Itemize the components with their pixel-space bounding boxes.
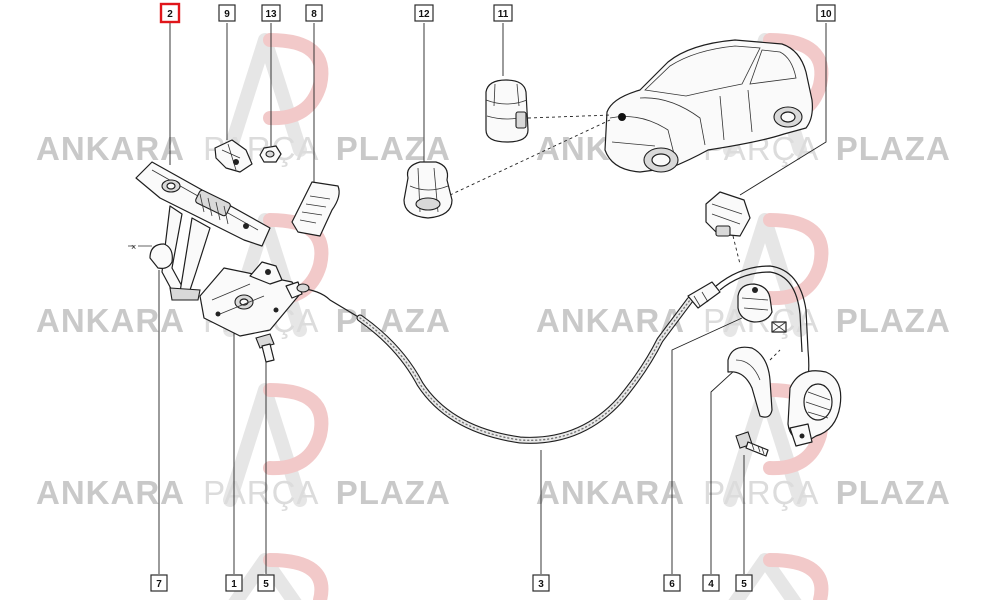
svg-text:×: × [131, 242, 136, 252]
car-illustration [604, 39, 813, 173]
watermark-text: ANKARA PARÇA PLAZA [36, 130, 451, 167]
leader-lines [158, 23, 827, 574]
callout-9[interactable]: 9 [218, 4, 236, 22]
part-2-lock-bracket [135, 161, 271, 301]
callout-4[interactable]: 4 [702, 574, 720, 592]
handle-housing [787, 370, 842, 447]
callout-12[interactable]: 12 [414, 4, 434, 22]
dashed-line-to-car [527, 114, 613, 119]
part-7-screw: × [128, 242, 173, 269]
svg-text:2: 2 [167, 9, 173, 20]
svg-text:8: 8 [311, 9, 317, 20]
callout-8[interactable]: 8 [305, 4, 323, 22]
callout-6[interactable]: 6 [663, 574, 681, 592]
svg-text:5: 5 [263, 579, 269, 590]
callout-5-left[interactable]: 5 [257, 574, 275, 592]
callout-1[interactable]: 1 [225, 574, 243, 592]
callout-13[interactable]: 13 [261, 4, 281, 22]
part-13-nut [259, 145, 282, 163]
svg-text:13: 13 [265, 9, 277, 20]
callout-10[interactable]: 10 [816, 4, 836, 22]
callout-7[interactable]: 7 [150, 574, 168, 592]
part-8-cover-plate [291, 181, 340, 237]
watermark-text: ANKARA PARÇA PLAZA [536, 474, 951, 511]
part-5-bolt-left [255, 333, 275, 363]
part-3-release-cable [296, 265, 810, 444]
svg-text:10: 10 [820, 9, 832, 20]
svg-text:12: 12 [418, 9, 430, 20]
callout-3[interactable]: 3 [532, 574, 550, 592]
part-12-bonnet-stop [403, 161, 453, 219]
svg-text:5: 5 [741, 579, 747, 590]
part-9-clip [214, 139, 253, 173]
part-4-release-handle [727, 321, 787, 418]
callout-11[interactable]: 11 [493, 4, 513, 22]
part-1-bonnet-lock [199, 261, 303, 337]
part-5-bolt-right [735, 431, 769, 457]
callout-2[interactable]: 2 [159, 2, 181, 24]
svg-text:6: 6 [669, 579, 675, 590]
svg-text:4: 4 [708, 579, 714, 590]
svg-text:1: 1 [231, 579, 237, 590]
part-10-cable-guide [705, 191, 751, 265]
watermark-text: ANKARA PARÇA PLAZA [36, 474, 451, 511]
callout-5-right[interactable]: 5 [735, 574, 753, 592]
svg-text:11: 11 [498, 9, 509, 20]
part-11-bumper-stop [485, 79, 529, 143]
svg-text:7: 7 [156, 579, 162, 590]
part-6-cable-clip [737, 283, 773, 323]
svg-text:9: 9 [224, 9, 230, 20]
svg-text:3: 3 [538, 579, 544, 590]
